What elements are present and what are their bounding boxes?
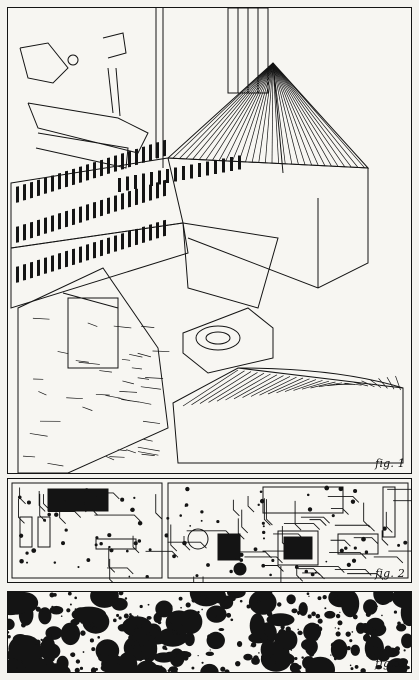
figure-3-panel: fig. 3 — [7, 591, 412, 673]
circuit-board-drawing — [11, 482, 411, 582]
figure-1-caption: fig. 1 — [375, 457, 405, 470]
piano-mechanism-drawing — [10, 8, 404, 473]
figure-2-panel: fig. 2 — [7, 478, 412, 583]
figure-2-caption: fig. 2 — [375, 567, 405, 580]
ink-blot-pattern — [8, 592, 411, 672]
figure-1-panel: fig. 1 — [7, 7, 412, 474]
figure-3-caption: fig. 3 — [375, 657, 405, 670]
